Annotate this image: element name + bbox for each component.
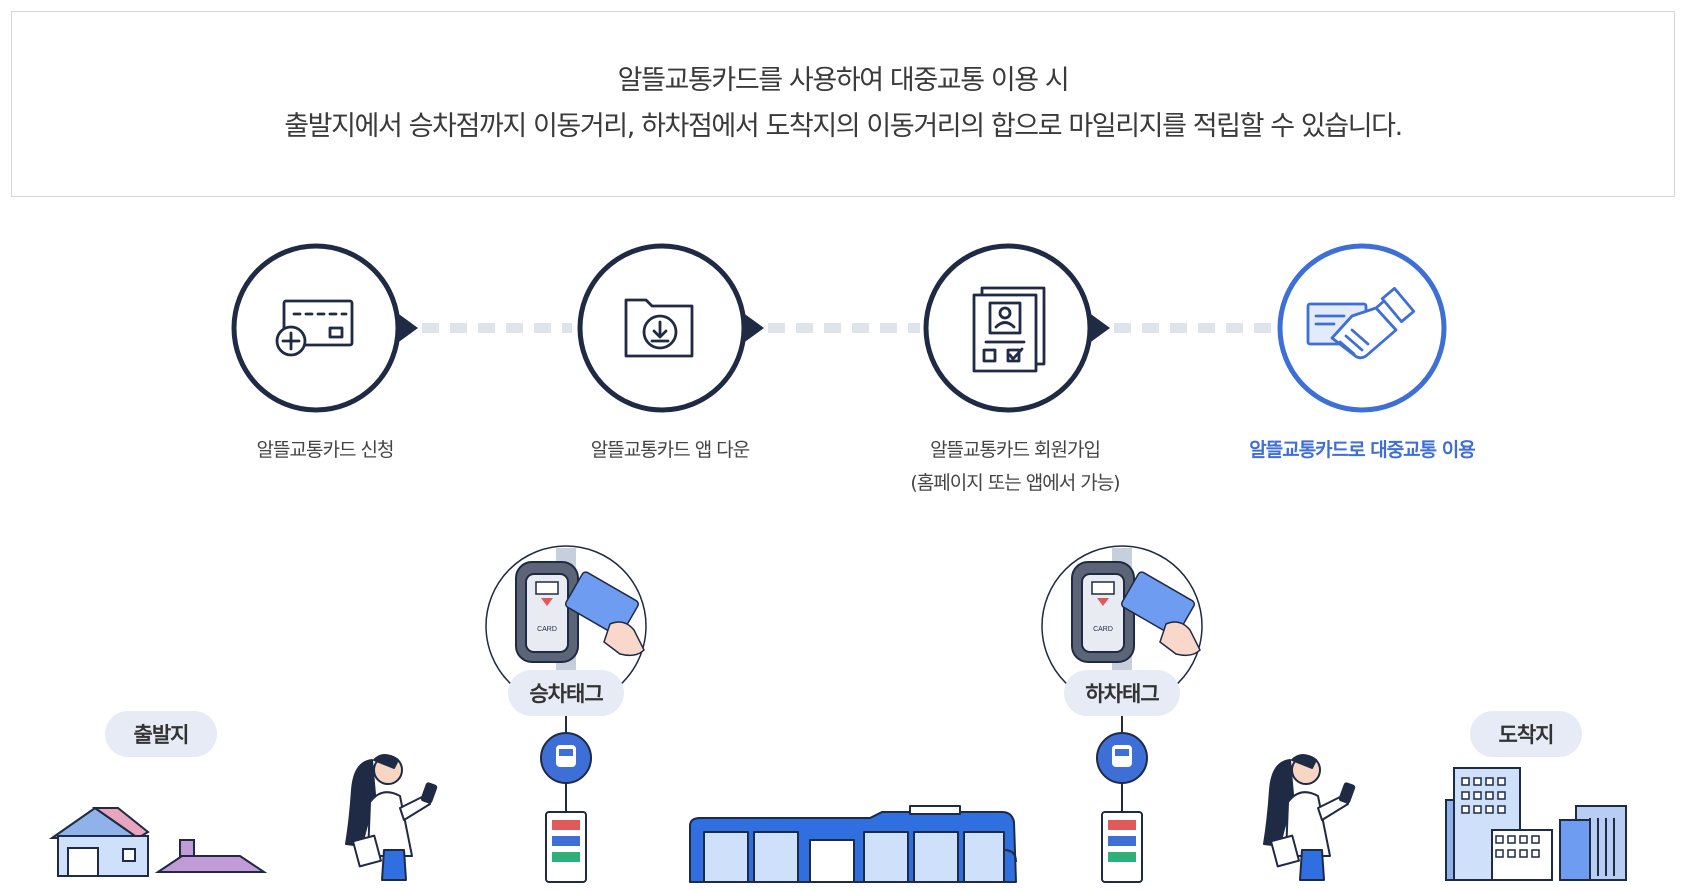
alight-reader-card-text: CARD bbox=[1093, 626, 1113, 633]
step-2-label: 알뜰교통카드 앱 다운 bbox=[590, 439, 750, 461]
step-1-circle bbox=[231, 243, 418, 413]
woman-with-phone-2 bbox=[1263, 754, 1356, 881]
intro-line-1: 알뜰교통카드를 사용하여 대중교통 이용 시 bbox=[617, 65, 1070, 96]
bus-illustration bbox=[689, 805, 1017, 883]
alight-tag-reader: CARD bbox=[1041, 545, 1203, 707]
office-buildings-icon bbox=[1445, 767, 1627, 881]
step-3-label: 알뜰교통카드 회원가입 bbox=[930, 439, 1101, 461]
step-2-circle bbox=[577, 243, 764, 413]
alight-bus-stop-sign bbox=[1096, 732, 1148, 883]
board-reader-card-text: CARD bbox=[537, 626, 557, 633]
board-tag-reader: CARD bbox=[485, 545, 647, 707]
step-4-circle bbox=[1277, 243, 1447, 413]
intro-box: 알뜰교통카드를 사용하여 대중교통 이용 시 출발지에서 승차점까지 이동거리,… bbox=[11, 11, 1675, 197]
app-download-icon bbox=[624, 298, 694, 358]
woman-with-phone-1 bbox=[345, 754, 438, 881]
step-4-label: 알뜰교통카드로 대중교통 이용 bbox=[1249, 439, 1475, 461]
card-apply-icon bbox=[275, 299, 354, 357]
step-3-circle bbox=[923, 243, 1110, 413]
board-bus-stop-sign bbox=[540, 732, 592, 883]
destination-pill: 도착지 bbox=[1470, 711, 1582, 757]
step-3-sublabel: (홈페이지 또는 앱에서 가능) bbox=[910, 472, 1120, 494]
origin-pill: 출발지 bbox=[105, 711, 217, 757]
step-1-label: 알뜰교통카드 신청 bbox=[256, 439, 395, 461]
house-icon bbox=[48, 806, 268, 877]
intro-line-2: 출발지에서 승차점까지 이동거리, 하차점에서 도착지의 이동거리의 합으로 마… bbox=[284, 111, 1403, 142]
alight-tag-pill: 하차태그 bbox=[1064, 670, 1180, 716]
member-signup-icon bbox=[972, 286, 1046, 373]
card-handshake-icon bbox=[1306, 286, 1416, 360]
board-tag-pill: 승차태그 bbox=[508, 670, 624, 716]
